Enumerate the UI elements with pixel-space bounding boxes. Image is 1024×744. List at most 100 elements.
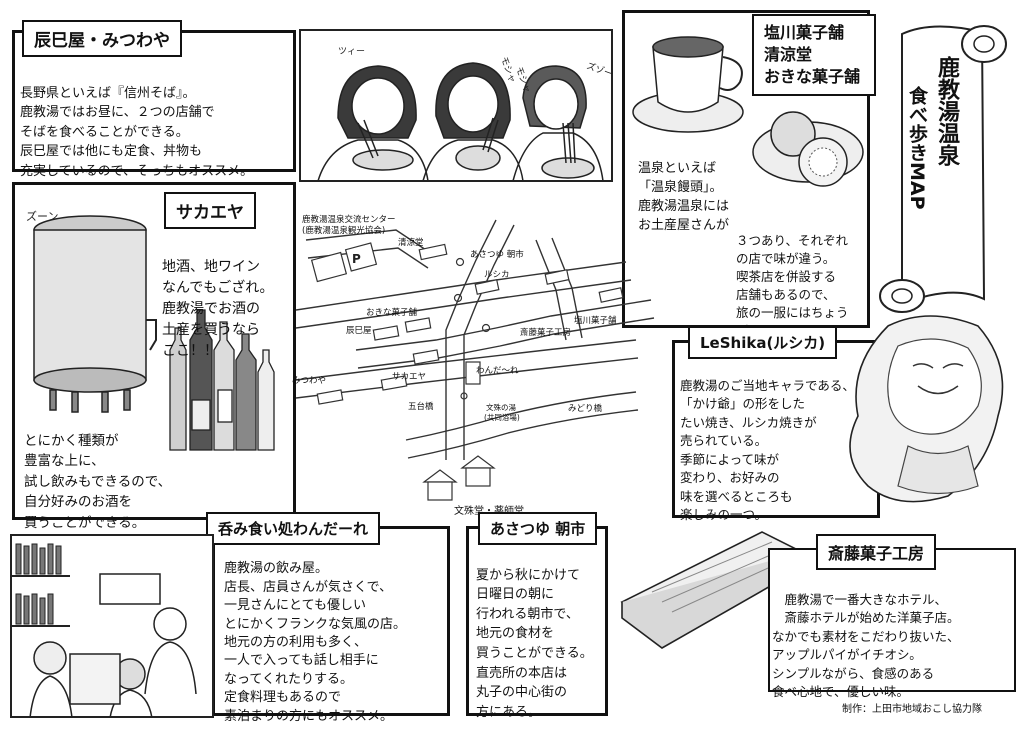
map-label-okina: おきな菓子舗 <box>366 308 418 318</box>
tatsumiya-line: 充実しているので、そっちもオススメ。 <box>20 163 254 179</box>
saito-line: なかでも素材をこだわり抜いた、 <box>772 628 960 644</box>
map-label-midori: みどり橋 <box>568 404 603 414</box>
sakaeya-line: 鹿教湯でお酒の <box>162 301 260 317</box>
sake-tank-illustration: ズーン <box>26 209 275 451</box>
scroll-title-line2: 食べ歩きMAP <box>906 86 928 210</box>
scroll-title-line1: 鹿教湯温泉 <box>934 56 959 166</box>
sakaeya-line: 地酒、地ワイン <box>162 259 260 275</box>
wandaaare-line: なってくれたりする。 <box>224 671 353 687</box>
map-parking: P <box>352 252 361 266</box>
sweets-line: 喫茶店を併設する <box>736 269 837 284</box>
map-label-wandaaare: わんだ～れ <box>476 366 519 376</box>
sfx-tsui: ツィー <box>338 47 365 57</box>
wandaaare-line: 定食料理もあるので <box>224 690 342 706</box>
map-label-saito: 斎藤菓子工房 <box>520 328 572 338</box>
wandaaare-text: 鹿教湯の飲み屋。店長、店員さんが気さくで、一見さんにとても優しいとにかくフランク… <box>224 542 406 744</box>
saito-line: 食べ心地で、優しい味。 <box>772 684 910 699</box>
asatsuyu-line: 方にある。 <box>476 704 542 720</box>
asatsuyu-text: 夏から秋にかけて日曜日の朝に行われる朝市で、地元の食材を買うことができる。直売所… <box>476 546 593 742</box>
saito-title: 斎藤菓子工房 <box>816 534 937 570</box>
sakaeya-line: 試し飲みもできるので、 <box>24 473 172 490</box>
asatsuyu-line: 買うことができる。 <box>476 645 593 661</box>
wandaaare-line: 地元の方の利用も多く、 <box>224 635 368 651</box>
leshika-line: 変わり、お好みの <box>680 470 780 485</box>
map-label-sakaeya: サカエヤ <box>392 372 427 382</box>
sakaeya-line: 買うことができる。 <box>24 514 146 531</box>
leshika-line: 「かけ爺」の形をした <box>680 396 806 411</box>
wandaaare-title: 呑み食い処わんだーれ <box>206 512 381 545</box>
saito-text: 鹿教湯で一番大きなホテル、 斎藤ホテルが始めた洋菓子店。なかでも素材をこだわり抜… <box>772 572 960 720</box>
sakaeya-text-bottom: とにかく種類が豊富な上に、試し飲みもできるので、自分好みのお酒を買うことができる… <box>24 410 171 554</box>
map-label-tatsumiya: 辰巳屋 <box>346 326 372 336</box>
map-label-bunju-yu-sub: (共同浴場) <box>484 413 520 422</box>
tatsumiya-line: 鹿教湯ではお昼に、２つの店舗で <box>20 105 215 120</box>
asatsuyu-line: 丸子の中心街の <box>476 685 568 701</box>
map-label-seiryodo: 清涼堂 <box>398 238 424 248</box>
map-center-sub-label: (鹿教湯温泉観光協会) <box>302 226 386 236</box>
wandaaare-line: 鹿教湯の飲み屋。 <box>224 561 329 577</box>
leshika-line: 鹿教湯のご当地キャラである、 <box>680 377 855 393</box>
map-label-asatsuyu: あさつゆ 朝市 <box>470 250 524 260</box>
wandaaare-line: とにかくフランクな気風の店。 <box>224 616 407 632</box>
saito-line: 斎藤ホテルが始めた洋菓子店。 <box>772 610 960 625</box>
saito-line: シンプルながら、食感のある <box>772 665 935 681</box>
sakaeya-text-top: 地酒、地ワインなんでもござれ。鹿教湯でお酒の土産を買うならここ！！ <box>162 236 273 383</box>
town-map: P <box>296 219 655 501</box>
asatsuyu-line: 直売所の本店は <box>476 665 568 681</box>
tatsumiya-title: 辰巳屋・みつわや <box>22 20 182 57</box>
leshika-line: 季節によって味が <box>680 451 780 467</box>
sakaeya-line: とにかく種類が <box>24 432 119 449</box>
sweets-line: ３つあり、それぞれ <box>736 233 849 248</box>
wandaaare-line: 素泊まりの方にもオススメ。 <box>224 708 394 724</box>
sakaeya-line: 豊富な上に、 <box>24 453 105 469</box>
leshika-line: 味を選べるところも <box>680 488 793 504</box>
sweets-line: 「温泉饅頭」。 <box>638 180 723 195</box>
map-label-bunju-do: 文殊堂・薬師堂 <box>454 502 524 517</box>
wandaaare-line: 一人で入っても話し相手に <box>224 653 379 669</box>
map-center-label: 鹿教湯温泉交流センター <box>302 215 396 225</box>
leshika-line: 楽しみの一つ。 <box>680 507 768 522</box>
asatsuyu-line: 日曜日の朝に <box>476 587 555 603</box>
sakaeya-title: サカエヤ <box>164 192 256 229</box>
wandaaare-section <box>212 526 450 716</box>
sweets-line: 温泉といえば <box>638 161 717 176</box>
wandaaare-line: 店長、店員さんが気さくで、 <box>224 579 393 595</box>
asatsuyu-title: あさつゆ 朝市 <box>478 512 598 545</box>
leshika-title: LeShika(ルシカ) <box>688 326 838 359</box>
sweets-title-line: 塩川菓子舗 <box>764 23 845 42</box>
rushika-yaki-illustration <box>849 315 1004 503</box>
soba-eaters-illustration: ツィー モシャ モシャ ズゾー <box>299 29 614 182</box>
map-label-shiokawa: 塩川菓子舗 <box>574 316 617 326</box>
leshika-text: 鹿教湯のご当地キャラである、「かけ爺」の形をしたたい焼き、ルシカ焼きが売られてい… <box>680 358 855 543</box>
asatsuyu-section <box>466 526 608 716</box>
tatsumiya-line: 長野県といえば『信州そば』。 <box>20 85 196 101</box>
sweets-text-left: 温泉といえば「温泉饅頭」。鹿教湯温泉にはお土産屋さんが <box>638 140 729 254</box>
credit: 制作：上田市地域おこし協力隊 <box>842 704 982 715</box>
asatsuyu-line: 夏から秋にかけて <box>476 567 581 583</box>
map-label-gokaku: 五台橋 <box>408 402 434 412</box>
saito-line: アップルパイがイチオシ。 <box>772 647 922 662</box>
sweets-line: 店舗もあるので、 <box>736 287 836 302</box>
leshika-line: 売られている。 <box>680 433 768 448</box>
sweets-title: 塩川菓子舗 清涼堂 おきな菓子舗 <box>752 14 876 96</box>
saito-line: 鹿教湯で一番大きなホテル、 <box>772 591 948 607</box>
sweets-title-line: おきな菓子舗 <box>764 67 861 86</box>
tatsumiya-line: そばを食べることができる。 <box>20 124 189 140</box>
sweets-line: 旅の一服にはちょう <box>736 305 849 320</box>
sweets-line: お土産屋さんが <box>638 218 730 233</box>
tatsumiya-line: 辰巳屋では他にも定食、丼物も <box>20 144 203 159</box>
sakaeya-line: なんでもござれ。 <box>162 280 274 296</box>
izakaya-illustration <box>10 534 214 718</box>
leshika-line: たい焼き、ルシカ焼きが <box>680 414 817 430</box>
sweets-title-line: 清涼堂 <box>764 45 813 64</box>
sakaeya-line: ここ！！ <box>162 343 218 359</box>
title-scroll <box>879 25 1007 313</box>
map-label-mitsuwaya: みつわや <box>292 376 327 386</box>
map-label-bunju-yu: 文殊の湯 <box>486 403 516 412</box>
sweets-line: 鹿教湯温泉には <box>638 199 730 214</box>
sakaeya-line: 自分好みのお酒を <box>24 494 132 510</box>
map-label-rushika: ルシカ <box>484 270 510 280</box>
tea-and-manju-illustration <box>632 36 864 187</box>
asatsuyu-line: 地元の食材を <box>476 626 555 642</box>
asatsuyu-line: 行われる朝市で、 <box>476 606 579 622</box>
